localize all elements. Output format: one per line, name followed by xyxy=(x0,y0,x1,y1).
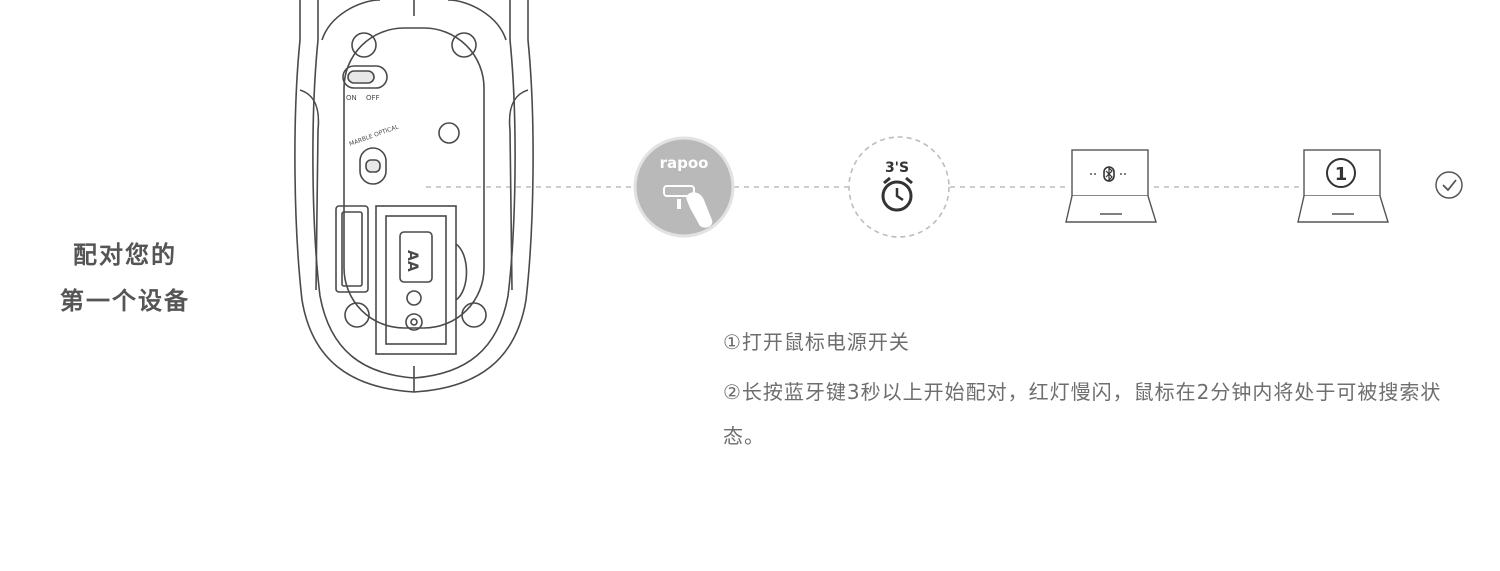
page-heading: 配对您的 第一个设备 xyxy=(40,232,210,324)
rapoo-brand-label: rapoo xyxy=(660,154,709,172)
device-number-label: 1 xyxy=(1335,164,1348,185)
mouse-bottom-illustration xyxy=(294,0,534,393)
switch-on-label: ON xyxy=(346,94,357,102)
timer-label: 3'S xyxy=(885,160,909,176)
check-circle-icon xyxy=(1435,171,1463,199)
instruction-step-2: ②长按蓝牙键3秒以上开始配对，红灯慢闪，鼠标在2分钟内将处于可被搜索状态。 xyxy=(723,380,1442,448)
laptop-bluetooth-icon xyxy=(1065,149,1157,223)
instruction-steps: ①打开鼠标电源开关 ②长按蓝牙键3秒以上开始配对，红灯慢闪，鼠标在2分钟内将处于… xyxy=(723,320,1483,464)
bluetooth-icon xyxy=(1103,166,1115,182)
heading-line-2: 第一个设备 xyxy=(60,287,190,315)
timer-icon: 3'S xyxy=(848,136,950,238)
heading-line-1: 配对您的 xyxy=(73,241,177,269)
laptop-device-icon xyxy=(1297,149,1389,223)
battery-label: AA xyxy=(404,250,420,272)
mode-switch-label: MARBLE OPTICAL xyxy=(348,123,400,148)
instruction-step-1: ①打开鼠标电源开关 xyxy=(723,330,910,354)
bluetooth-button-icon: rapoo xyxy=(633,136,735,238)
switch-off-label: OFF xyxy=(366,94,380,102)
